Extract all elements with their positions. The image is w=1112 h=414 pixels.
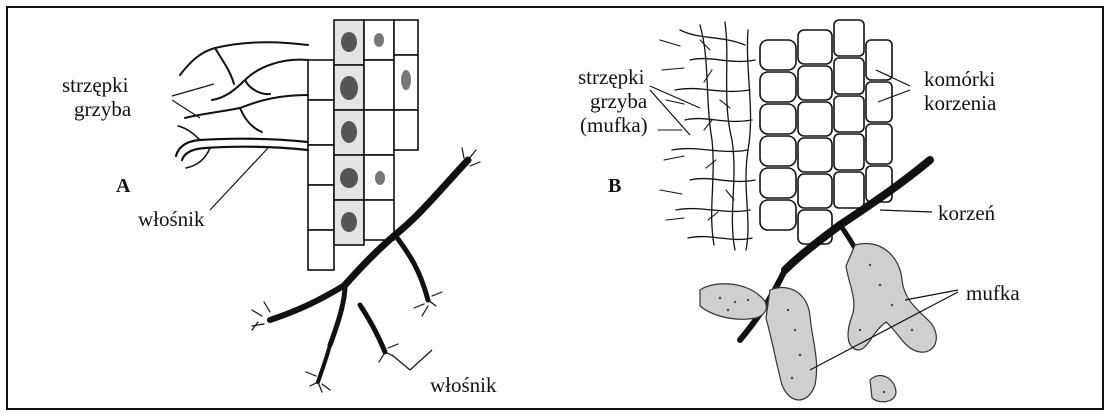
panel-b-hyphae-label-line3: (mufka)	[580, 113, 648, 137]
panel-a-hyphae-label-line1: strzępki	[62, 73, 129, 97]
panel-a-letter: A	[116, 175, 131, 197]
panel-a-hyphae	[180, 42, 308, 132]
panel-b-hyphae-label-line2: grzyba	[590, 89, 648, 113]
panel-a-hyphae-label-line2: grzyba	[74, 97, 132, 121]
panel-a-root-hair	[176, 126, 308, 168]
panel-b: strzępki grzyba (mufka) B komórki korzen…	[578, 20, 1020, 402]
panel-b-letter: B	[608, 175, 621, 197]
panel-b-mantle-label: mufka	[966, 281, 1020, 305]
panel-b-hyphae-label-line1: strzępki	[578, 65, 645, 89]
panel-b-cells-label-line2: korzenia	[924, 91, 997, 115]
panel-b-hyphal-mantle	[658, 22, 755, 250]
panel-b-root-label: korzeń	[938, 201, 996, 225]
panel-a: strzępki grzyba A włośnik włośnik	[62, 20, 497, 397]
panel-b-root-cells	[760, 20, 892, 244]
panel-a-root-hair-bottom-label: włośnik	[430, 373, 497, 397]
panel-b-cells-label-line1: komórki	[924, 67, 995, 91]
panel-a-root-hair-label: włośnik	[138, 207, 205, 231]
